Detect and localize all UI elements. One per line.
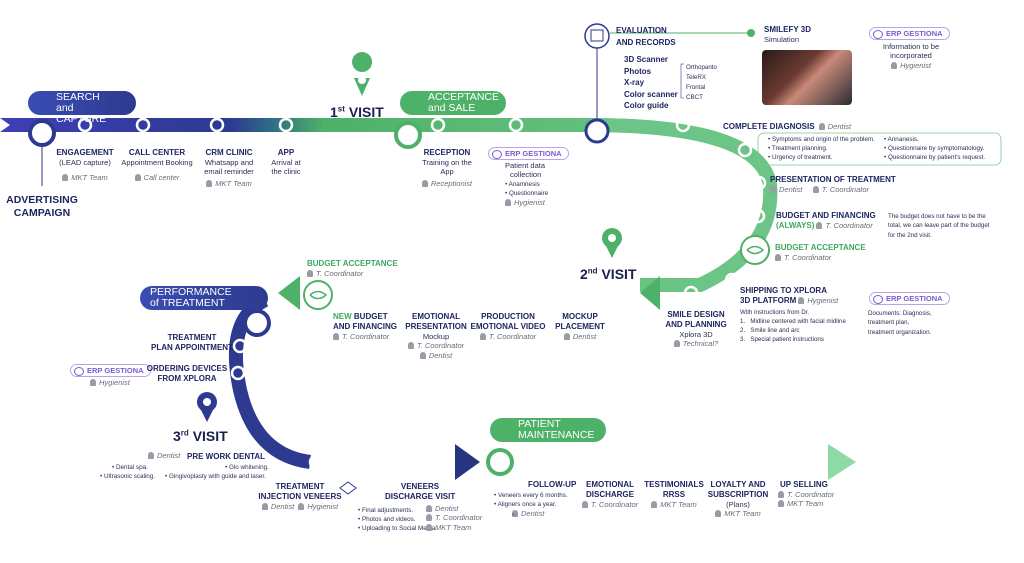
- erp-documents: Documents: Diagnosis,treatment plan,trea…: [868, 310, 932, 336]
- diagnosis-list-1: Symptoms and origin of the problem.Treat…: [768, 135, 875, 162]
- complete-diagnosis: COMPLETE DIAGNOSIS Dentist: [723, 122, 852, 131]
- prework-list-right: Glo whitening.Gingivoplasty with guide a…: [165, 463, 269, 481]
- new-budget-step: NEW BUDGET AND FINANCING T. Coordinator: [333, 312, 397, 341]
- smile-simulation-image: [762, 50, 852, 105]
- follow-up-step: FOLLOW-UP: [528, 480, 577, 489]
- second-visit-title: 2nd VISIT: [580, 266, 637, 282]
- engagement-step: ENGAGEMENT(LEAD capture) MKT Team: [56, 148, 114, 183]
- budget-financing: BUDGET AND FINANCING (ALWAYS) T. Coordin…: [776, 211, 876, 230]
- first-visit-title: 1st VISIT: [330, 104, 384, 120]
- erp-gestiona-badge-top: ERP GESTIONA: [869, 27, 950, 40]
- diagnosis-list-2: Annanesis.Questionnaire by symptomatolog…: [884, 135, 985, 162]
- shipping-xplora: SHIPPING TO XPLORA 3D PLATFORM Hygienist…: [740, 286, 846, 344]
- prework-list-left: Dental spa.Ultrasonic scaling.: [100, 463, 155, 481]
- prework-dental: PRE WORK DENTAL: [187, 452, 266, 461]
- location-pin-icon: [197, 52, 622, 422]
- prework-who: Dentist: [148, 451, 180, 460]
- presentation-treatment: PRESENTATION OF TREATMENT Dentist T. Coo…: [770, 175, 896, 194]
- veneers-list: Final adjustments.Photos and videos.Uplo…: [358, 506, 437, 533]
- erp-gestiona-badge-right: ERP GESTIONA: [869, 292, 950, 305]
- erp-left-who: Hygienist: [90, 378, 130, 387]
- third-visit-title: 3rd VISIT: [173, 428, 228, 444]
- erp-gestiona-badge: ERP GESTIONA: [488, 147, 569, 160]
- erp-gestiona-badge-left: ERP GESTIONA: [70, 364, 151, 377]
- follow-up-list: Veneers every 6 months.Aligners once a y…: [494, 491, 568, 520]
